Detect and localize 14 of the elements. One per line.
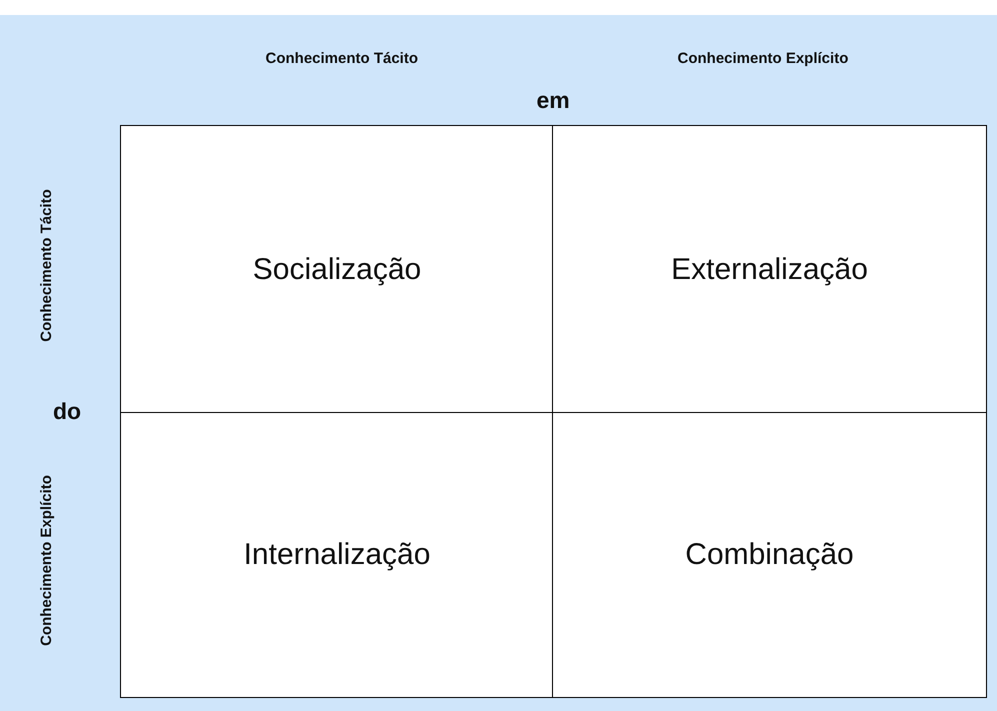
axis-label: em bbox=[536, 86, 570, 114]
quadrant-label: Combinação bbox=[685, 538, 854, 572]
quadrant-box bbox=[120, 412, 554, 698]
row-header: Conhecimento Explícito bbox=[37, 474, 54, 646]
column-header: Conhecimento Tácito bbox=[266, 50, 418, 66]
column-header: Conhecimento Explícito bbox=[678, 50, 848, 66]
quadrant-label: Externalização bbox=[671, 252, 868, 286]
quadrant-label: Socialização bbox=[252, 252, 422, 286]
quadrant-box bbox=[120, 125, 554, 414]
quadrant-label: Internalização bbox=[244, 538, 430, 572]
quadrant-box bbox=[552, 412, 987, 698]
row-header: Conhecimento Tácito bbox=[37, 188, 54, 342]
axis-label: do bbox=[53, 398, 82, 424]
quadrant-box bbox=[552, 125, 987, 414]
